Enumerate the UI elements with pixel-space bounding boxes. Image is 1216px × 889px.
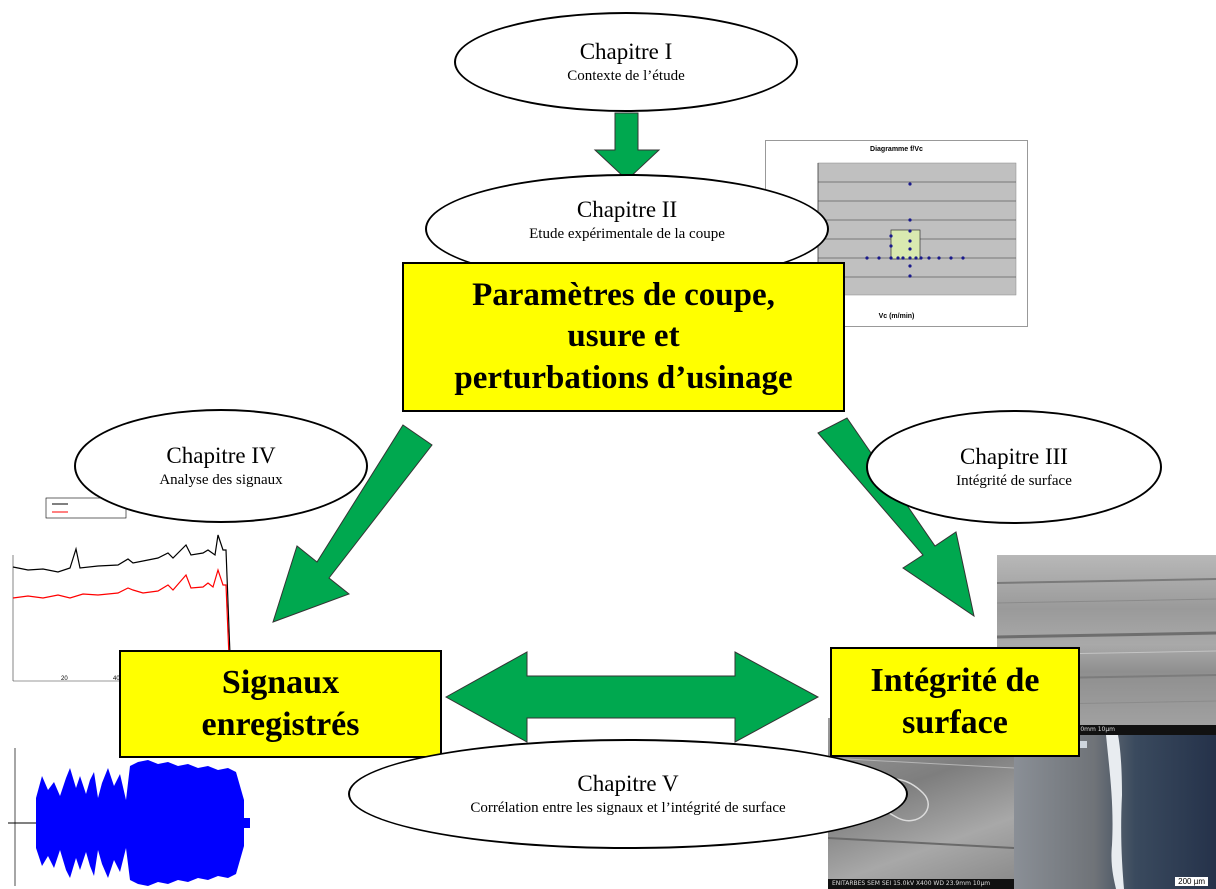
arrow-main-to-integrite	[817, 417, 975, 618]
chapter-3-title: Chapitre III	[960, 443, 1068, 469]
micrograph-scale: 200 µm	[1175, 877, 1208, 886]
chapter-2-title: Chapitre II	[576, 196, 678, 222]
signal-tick-20: 20	[61, 676, 68, 682]
micrograph-image: 200 µm	[1014, 735, 1216, 889]
main-parameters-box: Paramètres de coupe, usure et perturbati…	[402, 262, 845, 412]
arrow-main-to-signaux	[272, 424, 433, 623]
integrite-box-line-1: Intégrité de	[870, 661, 1040, 699]
chapter-2-subtitle: Etude expérimentale de la coupe	[529, 226, 725, 243]
main-box-line-2: usure et	[567, 318, 680, 355]
chapter-1-subtitle: Contexte de l’étude	[567, 68, 685, 85]
arrow-signaux-integrite	[444, 651, 820, 743]
integrite-box-line-2: surface	[902, 704, 1008, 741]
chapter-5-title: Chapitre V	[577, 770, 679, 796]
signaux-box-line-1: Signaux	[221, 663, 340, 701]
fvc-chart-title: Diagramme f/Vc	[870, 146, 923, 153]
blue-signal-thumbnail	[8, 738, 250, 888]
chapter-1-title: Chapitre I	[579, 38, 673, 64]
signaux-box-line-2: enregistrés	[201, 706, 360, 743]
chapter-5-subtitle: Corrélation entre les signaux et l’intég…	[470, 800, 786, 817]
fvc-chart-thumbnail: Diagramme f/Vc Vc (m/min)	[765, 140, 1028, 327]
chapter-4-oval: Chapitre IV Analyse des signaux	[74, 409, 368, 523]
chapter-3-subtitle: Intégrité de surface	[956, 473, 1072, 490]
fvc-chart-plot	[817, 162, 1017, 296]
integrite-box: Intégrité de surface	[830, 647, 1080, 757]
chapter-5-oval: Chapitre V Corrélation entre les signaux…	[348, 739, 908, 849]
chapter-4-title: Chapitre IV	[166, 442, 276, 468]
blue-signal-plot	[8, 748, 250, 886]
signal-tick-40: 40	[113, 676, 120, 682]
chapter-3-oval: Chapitre III Intégrité de surface	[866, 410, 1162, 524]
arrow-ch1-to-ch2	[593, 112, 661, 181]
chapter-1-oval: Chapitre I Contexte de l’étude	[454, 12, 798, 112]
signaux-box: Signaux enregistrés	[119, 650, 442, 758]
main-box-line-3: perturbations d’usinage	[454, 359, 793, 396]
sem-bottom-footer: ENITARBES SEM SEI 15.0kV X400 WD 23.9mm …	[828, 879, 1014, 889]
fvc-chart-xlabel: Vc (m/min)	[878, 313, 915, 320]
main-box-line-1: Paramètres de coupe,	[472, 277, 775, 314]
chapter-4-subtitle: Analyse des signaux	[159, 472, 283, 489]
